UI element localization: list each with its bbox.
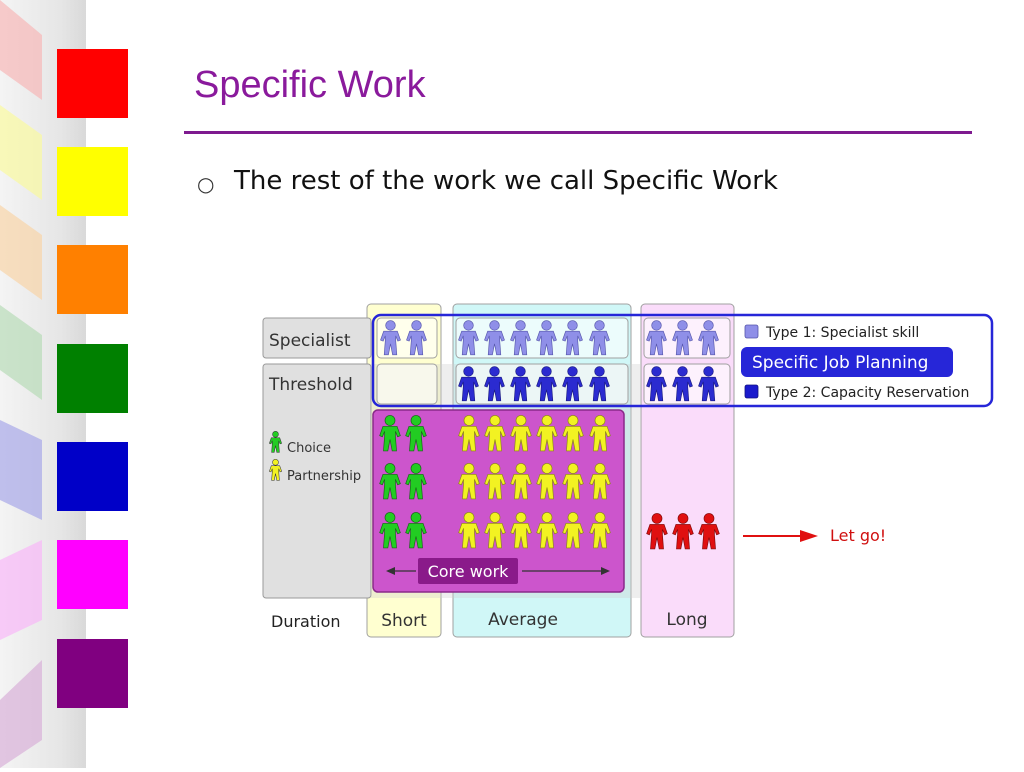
core-work-left-arrow-icon [386,567,395,575]
specialist-row-label: Specialist [269,331,351,351]
yellow-square [57,147,128,216]
blue-square [57,442,128,511]
core-work-label-bg [418,558,518,584]
red-square [57,49,128,118]
core-work-right-arrow-icon [601,567,610,575]
type1-key-label: Type 1: Specialist skill [765,325,919,341]
specific-job-planning-badge [741,347,953,377]
orange-square [57,245,128,314]
threshold-row-label-bg [262,363,372,599]
specialist-row-label-bg [262,317,372,359]
average-column-label: Average [488,610,558,630]
core-work-label: Core work [428,562,510,581]
duration-label: Duration [271,612,341,631]
green-square [57,344,128,413]
slide-title: Specific Work [194,64,426,106]
let-go-arrow-icon [800,530,818,542]
purple-square [57,639,128,708]
type2-key-label: Type 2: Capacity Reservation [765,385,969,401]
bullet-marker: ○ [197,172,215,196]
specific-job-planning-label: Specific Job Planning [752,353,928,373]
partnership-legend-label: Partnership [287,469,361,484]
title-underline [184,131,972,134]
type2-key-swatch [744,384,759,399]
bullet-text: The rest of the work we call Specific Wo… [234,166,778,196]
type1-key-swatch [744,324,759,339]
choice-legend-label: Choice [287,441,331,456]
core-work-box [372,409,625,593]
short-column-label: Short [381,611,427,631]
let-go-label: Let go! [830,526,886,545]
left-band-stripes [0,0,42,768]
magenta-square [57,540,128,609]
long-column-label: Long [666,610,707,630]
threshold-row-label: Threshold [268,375,353,395]
threshold-short-cell [376,363,438,405]
specific-work-highlight [371,313,994,408]
